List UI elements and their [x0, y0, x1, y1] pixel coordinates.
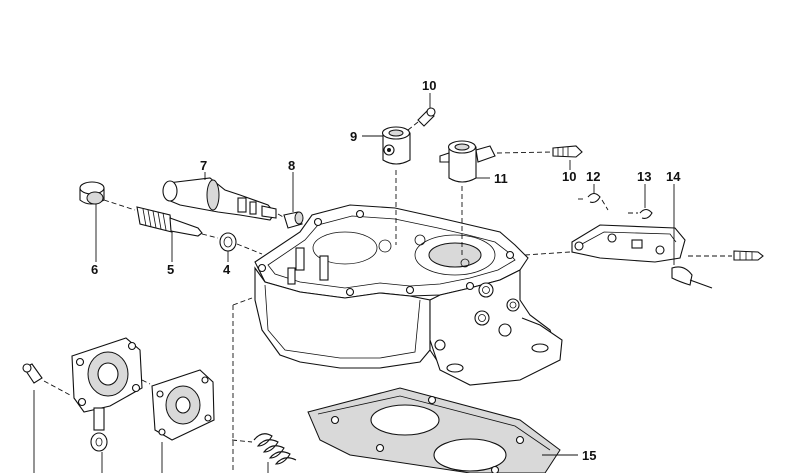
carburetor-body: [254, 204, 563, 386]
label-part-10-right: 10: [562, 169, 576, 184]
label-part-4: 4: [223, 262, 231, 277]
part-6-cap: [79, 181, 136, 211]
part-15-gasket: [307, 387, 578, 473]
pump-housing: [71, 337, 143, 473]
part-12-clip: [578, 192, 609, 211]
assembly-line-left-top: [232, 297, 253, 306]
screw-lower-left: [22, 363, 71, 473]
label-part-13: 13: [637, 169, 651, 184]
label-part-5: 5: [167, 262, 174, 277]
part-11-fitting: [439, 140, 553, 255]
label-part-6: 6: [91, 262, 98, 277]
part-14-bracket: [524, 224, 764, 289]
label-part-10-top: 10: [422, 78, 436, 93]
part-4-washer: [219, 232, 263, 255]
part-13-clip: [628, 208, 653, 219]
spring: [231, 433, 297, 473]
label-part-7: 7: [200, 158, 207, 173]
leader-lines: [95, 93, 675, 265]
label-part-8: 8: [288, 158, 295, 173]
part-8-bush: [283, 211, 304, 229]
label-part-11: 11: [494, 171, 508, 186]
label-part-14: 14: [666, 169, 681, 184]
label-part-9: 9: [350, 129, 357, 144]
diaphragm: [141, 369, 215, 473]
part-9-fitting: [381, 126, 411, 245]
label-part-12: 12: [586, 169, 600, 184]
part-10-screw-right: [552, 145, 583, 158]
part-5-needle-screw: [136, 206, 219, 239]
label-part-15: 15: [582, 448, 596, 463]
part-10-screw-top: [407, 107, 436, 131]
part-7-solenoid-valve: [162, 177, 286, 221]
